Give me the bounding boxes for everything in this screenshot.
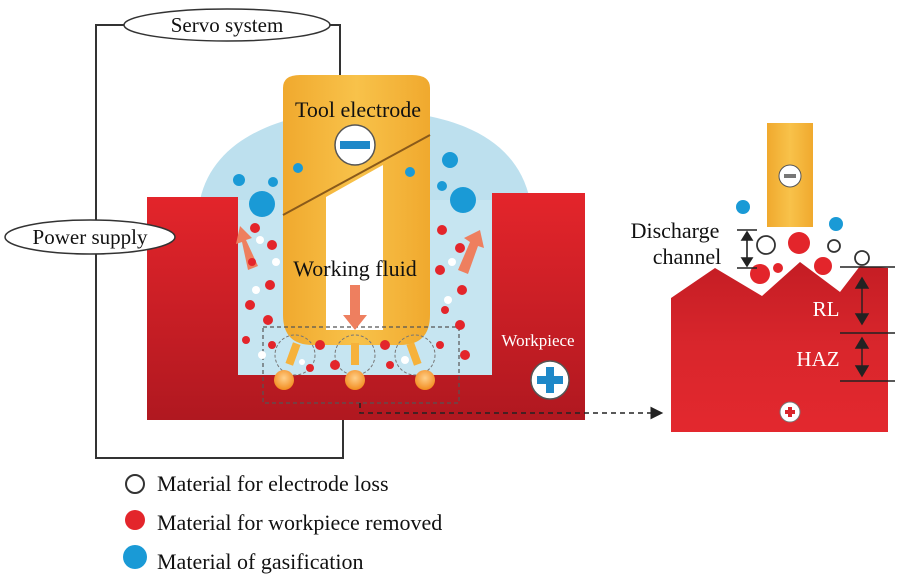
workpiece-label: Workpiece bbox=[501, 331, 574, 350]
legend-label-gasification: Material of gasification bbox=[157, 549, 363, 574]
electrode-loss-particles bbox=[252, 236, 456, 365]
zoom-region-box bbox=[262, 326, 460, 404]
legend-item-electrode-loss: Material for electrode loss bbox=[125, 471, 389, 496]
discharge-label-line2: channel bbox=[653, 244, 721, 269]
removed-material-particles bbox=[242, 223, 470, 372]
rl-label: RL bbox=[813, 297, 840, 321]
working-fluid-label: Working fluid bbox=[293, 256, 417, 281]
legend-item-workpiece-removed: Material for workpiece removed bbox=[125, 510, 442, 535]
legend: Material for electrode loss Material for… bbox=[123, 471, 442, 574]
discharge-channel-marker bbox=[737, 229, 757, 269]
discharge-sparks bbox=[274, 342, 435, 390]
gasification-bubbles bbox=[233, 152, 476, 217]
haz-label: HAZ bbox=[796, 347, 839, 371]
zoom-connector-arrow bbox=[359, 403, 664, 420]
detail-workpiece bbox=[671, 262, 888, 432]
discharge-label-line1: Discharge bbox=[631, 218, 720, 243]
workpiece-plus-symbol bbox=[530, 360, 570, 400]
zoom-detail: Discharge channel RL HAZ bbox=[631, 123, 895, 432]
tool-minus-symbol bbox=[334, 124, 376, 166]
tool-electrode-label: Tool electrode bbox=[295, 97, 421, 122]
legend-label-electrode-loss: Material for electrode loss bbox=[157, 471, 389, 496]
detail-minus-symbol bbox=[778, 164, 802, 188]
servo-system-label: Servo system bbox=[171, 13, 284, 37]
legend-item-gasification: Material of gasification bbox=[123, 545, 363, 574]
tool-electrode bbox=[282, 75, 431, 345]
layer-scale bbox=[840, 266, 895, 382]
power-supply-node: Power supply bbox=[4, 219, 176, 255]
detail-plus-symbol bbox=[779, 401, 801, 423]
servo-system-node: Servo system bbox=[123, 8, 331, 42]
legend-label-workpiece-removed: Material for workpiece removed bbox=[157, 510, 442, 535]
power-supply-label: Power supply bbox=[33, 225, 148, 249]
